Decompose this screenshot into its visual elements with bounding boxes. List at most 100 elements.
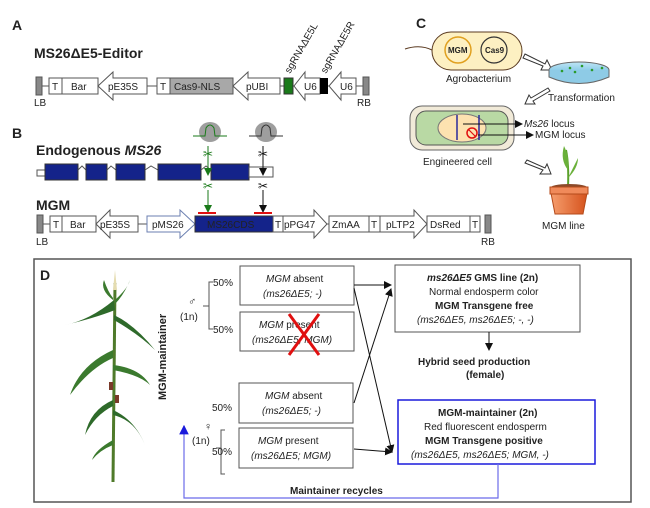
panel-a: A MS26ΔE5-Editor LB T Bar pE35S T Cas9-N… [12, 17, 371, 109]
sgRNA-left-box [283, 77, 294, 95]
pPG47-promoter-arrow [282, 208, 328, 240]
gamete-genotype: (ms26ΔE5; MGM) [252, 335, 332, 346]
recycle-label: Maintainer recycles [290, 486, 383, 497]
cas9-plasmid-label: Cas9 [485, 46, 505, 55]
exon [210, 163, 250, 181]
female-percent-absent: 50% [212, 403, 232, 414]
male-percent-present: 50% [213, 325, 233, 336]
pLTP2-promoter-arrow [379, 208, 428, 240]
mgm-insertion-icon [466, 127, 478, 139]
panel-d: D MGM-maintainer ♂ (1n) 50% 50% MGM abse… [33, 258, 632, 503]
maintainer-transgene: MGM Transgene positive [425, 436, 543, 447]
male-ploidy: (1n) [180, 312, 198, 323]
cross-arrow [353, 447, 393, 456]
exon [44, 163, 79, 181]
sgRNA-left-cloud-icon [199, 122, 221, 142]
scissors-icon: ✂ [258, 179, 268, 193]
u6-promoter-arrow [293, 70, 321, 102]
male-gamete-absent-box [239, 265, 355, 306]
sgRNA-right-box [320, 78, 328, 94]
female-percent-present: 50% [212, 447, 232, 458]
gamete-line1: MGM absent [266, 274, 323, 285]
pMS26-label: pMS26 [152, 220, 184, 231]
terminator-label: T [371, 220, 377, 231]
bar-label: Bar [70, 220, 86, 231]
right-border [362, 76, 370, 96]
mgm-locus-label: MGM locus [535, 130, 586, 141]
pLTP2-label: pLTP2 [386, 220, 415, 231]
mgm-title: MGM [36, 197, 70, 213]
gms-genotype: (ms26ΔE5, ms26ΔE5; -, -) [417, 315, 534, 326]
pPG47-label: pPG47 [284, 220, 316, 231]
male-percent-absent: 50% [213, 278, 233, 289]
lb-label: LB [36, 237, 49, 248]
cas9-label: Cas9-NLS [174, 82, 220, 93]
left-border [36, 214, 44, 234]
pE35S-label: pE35S [108, 82, 138, 93]
gms-line-box [394, 264, 581, 333]
panel-b-label: B [12, 125, 22, 141]
hybrid-label: Hybrid seed production [418, 357, 530, 368]
exon [157, 163, 202, 181]
gamete-genotype: (ms26ΔE5; MGM) [251, 451, 331, 462]
terminator-box [469, 215, 481, 233]
female-bracket [216, 429, 225, 475]
bar-label: Bar [71, 82, 87, 93]
right-border [484, 214, 492, 234]
sgRNA-left-label: sgRNAΔE5L [283, 21, 321, 76]
pE35S-promoter-arrow [97, 70, 148, 102]
agrobacterium-label: Agrobacterium [446, 74, 511, 85]
gamete-genotype: (ms26ΔE5; -) [263, 289, 322, 300]
gamete-line1: MGM present [259, 320, 320, 331]
endogenous-title: Endogenous MS26 [36, 142, 161, 158]
maintainer-genotype: (ms26ΔE5, ms26ΔE5; MGM, -) [411, 450, 549, 461]
gms-transgene: MGM Transgene free [435, 301, 534, 312]
utr-5 [36, 169, 46, 177]
flagellum [404, 46, 433, 51]
pE35S-promoter-arrow [95, 208, 139, 240]
terminator-label: T [472, 220, 478, 231]
sgRNA-right-label: sgRNAΔE5R [319, 20, 357, 76]
pUBI-label: pUBI [246, 82, 268, 93]
u6-label: U6 [340, 82, 353, 93]
panel-c: C MGM Cas9 Agrobacterium Transformation … [404, 15, 615, 232]
gamete-line1: MGM present [258, 436, 319, 447]
pUBI-promoter-arrow [232, 70, 281, 102]
mgm-plasmid-icon [444, 36, 472, 64]
zmaa-label: ZmAA [332, 220, 360, 231]
u6-promoter-arrow [328, 70, 357, 102]
u6-label: U6 [304, 82, 317, 93]
terminator-label: T [52, 82, 58, 93]
utr-3 [248, 166, 274, 178]
dsred-label: DsRed [430, 220, 461, 231]
terminator-label: T [275, 220, 281, 231]
panel-d-label: D [40, 267, 50, 283]
maintainer-endosperm: Red fluorescent endosperm [424, 422, 547, 433]
gamete-line1: MGM absent [265, 391, 322, 402]
mgm-maintainer-side-label: MGM-maintainer [157, 313, 169, 400]
mgm-plasmid-label: MGM [448, 46, 468, 55]
hybrid-sub-label: (female) [466, 370, 504, 381]
ms26-locus-label: Ms26 locus [524, 119, 575, 130]
construct-title: MS26ΔE5-Editor [34, 45, 143, 61]
maintainer-title: MGM-maintainer (2n) [438, 408, 537, 419]
arrow-icon [524, 87, 551, 105]
female-gamete-present-box [238, 427, 354, 469]
female-gamete-absent-box [238, 382, 354, 424]
sgRNA-right-cloud-icon [255, 122, 277, 142]
mgm-line-label: MGM line [542, 221, 585, 232]
terminator-label: T [53, 220, 59, 231]
scissors-icon: ✂ [203, 179, 213, 193]
cross-arrow [353, 288, 393, 404]
recycle-arrow [179, 424, 499, 499]
terminator-label: T [160, 82, 166, 93]
left-border [35, 76, 43, 96]
panel-c-label: C [416, 15, 426, 31]
cds-label: MS26CDS [207, 220, 255, 231]
transformation-label: Transformation [548, 93, 615, 104]
cross-out-icon [287, 313, 321, 356]
gms-title: ms26ΔE5 GMS line (2n) [427, 273, 538, 284]
male-symbol: ♂ [188, 296, 196, 308]
pMS26-promoter-arrow [146, 208, 196, 240]
